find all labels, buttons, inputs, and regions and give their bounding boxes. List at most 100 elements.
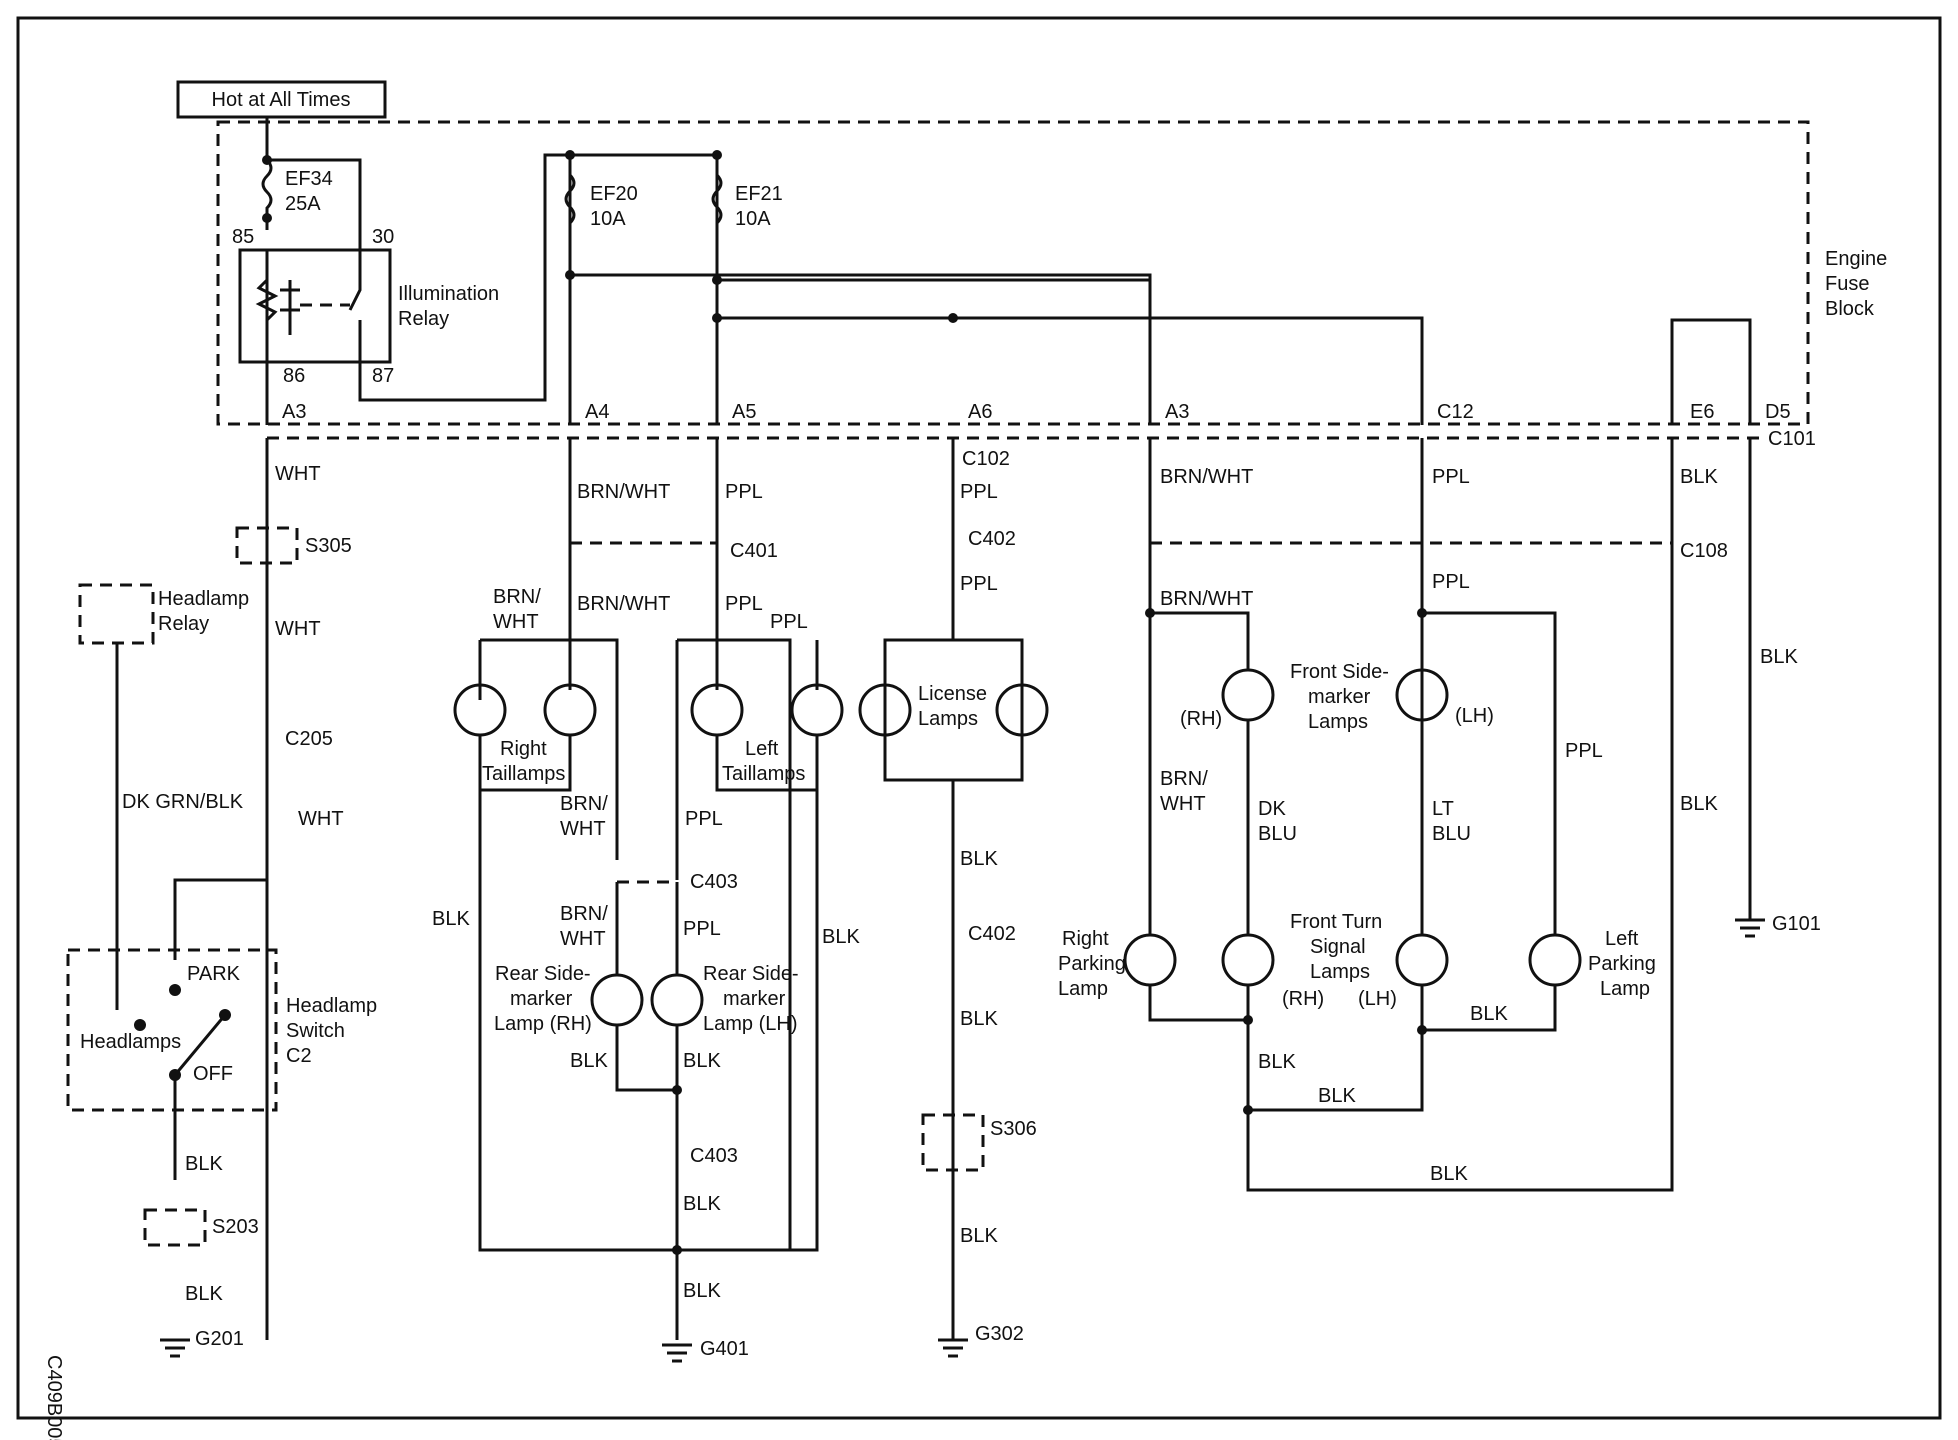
rear-side-rh-2: marker (510, 988, 573, 1010)
ground-g401 (662, 1343, 692, 1363)
wire-blk-1: BLK (185, 1153, 223, 1175)
front-turn-label-1: Front Turn (1290, 911, 1382, 933)
wire-brn-r3: BRN/ (560, 903, 608, 925)
relay-label-1: Illumination (398, 283, 499, 305)
g201-label: G201 (195, 1328, 244, 1350)
splice-s203 (143, 1208, 207, 1247)
wire-wht-2: WHT (275, 618, 321, 640)
license-lamp-2 (995, 683, 1049, 737)
wire-ppl-1: PPL (725, 481, 763, 503)
front-side-label-2: marker (1308, 686, 1371, 708)
rear-side-lh-2: marker (723, 988, 786, 1010)
wire-brn-r: BRN/ (493, 586, 541, 608)
front-side-label-1: Front Side- (1290, 661, 1389, 683)
lh-label-2: (LH) (1358, 988, 1397, 1010)
hl-switch-label-1: Headlamp (286, 995, 377, 1017)
fuse-block-pins: A3 A4 A5 A6 A3 C12 E6 D5 (282, 401, 1791, 423)
front-side-label-3: Lamps (1308, 711, 1368, 733)
front-sidemarker-rh (1221, 668, 1275, 722)
wire-blk-16: BLK (1258, 1051, 1296, 1073)
wire-blk-12: BLK (1680, 466, 1718, 488)
license-label-1: License (918, 683, 987, 705)
left-parking-lamp (1528, 933, 1582, 987)
hot-at-all-times-box (176, 80, 387, 119)
wire-brn-f: BRN/ (1160, 768, 1208, 790)
c402-label-2: C402 (968, 923, 1016, 945)
wire-brn-r2: BRN/ (560, 793, 608, 815)
wire-ppl-9: PPL (1432, 571, 1470, 593)
g302-label: G302 (975, 1323, 1024, 1345)
pin-a3-2: A3 (1165, 401, 1189, 423)
ground-g201 (160, 1338, 190, 1358)
left-park-label-1: Left (1605, 928, 1639, 950)
left-tail-label-2: Taillamps (722, 763, 805, 785)
diagram-code: C409B005 (43, 1355, 65, 1440)
wire-blu-2: BLU (1432, 823, 1471, 845)
wire-brnwht-1: BRN/WHT (577, 481, 670, 503)
wire-blk-15: BLK (1470, 1003, 1508, 1025)
splice-s305 (235, 526, 299, 565)
engine-fuse-block (216, 120, 1810, 426)
pin-a6: A6 (968, 401, 992, 423)
engine-fuse-block-label-3: Block (1825, 298, 1875, 320)
wire-dk: DK (1258, 798, 1286, 820)
wire-blk-7: BLK (683, 1193, 721, 1215)
pin-e6: E6 (1690, 401, 1714, 423)
ef20-rating: 10A (590, 208, 626, 230)
engine-fuse-block-label-1: Engine (1825, 248, 1887, 270)
wire-ppl-6: PPL (960, 481, 998, 503)
right-tail-label-1: Right (500, 738, 547, 760)
wire-blk-8: BLK (683, 1280, 721, 1302)
wire-ppl-5: PPL (683, 918, 721, 940)
lh-label-1: (LH) (1455, 705, 1494, 727)
rear-sidemarker-rh (590, 973, 644, 1027)
wire-wht-f: WHT (1160, 793, 1206, 815)
front-turn-lh (1395, 933, 1449, 987)
rh-label-2: (RH) (1282, 988, 1324, 1010)
rear-side-lh-3: Lamp (LH) (703, 1013, 797, 1035)
front-turn-label-2: Signal (1310, 936, 1366, 958)
ef34-label: EF34 (285, 168, 333, 190)
pin-c12: C12 (1437, 401, 1474, 423)
left-taillamp-1 (690, 683, 744, 737)
g401-label: G401 (700, 1338, 749, 1360)
ef20-label: EF20 (590, 183, 638, 205)
wire-blu-1: BLU (1258, 823, 1297, 845)
right-parking-lamp (1123, 933, 1177, 987)
wire-brnwht-2: BRN/WHT (577, 593, 670, 615)
pin-a5: A5 (732, 401, 756, 423)
wire-dkgrn: DK GRN/BLK (122, 791, 244, 813)
wire-wht-r: WHT (493, 611, 539, 633)
splice-s306 (921, 1113, 985, 1172)
rh-label-1: (RH) (1180, 708, 1222, 730)
wire-blk-18: BLK (1430, 1163, 1468, 1185)
wire-wht-r3: WHT (560, 928, 606, 950)
engine-fuse-block-label-2: Fuse (1825, 273, 1869, 295)
pin-d5: D5 (1765, 401, 1791, 423)
wire-wht-3: WHT (298, 808, 344, 830)
left-park-label-3: Lamp (1600, 978, 1650, 1000)
rear-sidemarker-lh (650, 973, 704, 1027)
diagram-frame (16, 16, 1942, 1420)
c403-label-1: C403 (690, 871, 738, 893)
c401-label: C401 (730, 540, 778, 562)
wire-ppl-2: PPL (725, 593, 763, 615)
illumination-relay (238, 248, 392, 364)
wire-blk-5: BLK (570, 1050, 608, 1072)
hl-switch-label-2: Switch (286, 1020, 345, 1042)
wire-blk-10: BLK (960, 1008, 998, 1030)
ground-g302 (938, 1338, 968, 1358)
license-lamp-1 (858, 683, 912, 737)
rear-side-rh-3: Lamp (RH) (494, 1013, 592, 1035)
right-tail-label-2: Taillamps (482, 763, 565, 785)
left-taillamp-2 (790, 683, 844, 737)
headlamp-switch (66, 948, 278, 1112)
c108-label: C108 (1680, 540, 1728, 562)
headlamp-relay-box (78, 583, 155, 645)
hot-at-all-times-label: Hot at All Times (212, 89, 351, 111)
c101-label: C101 (1768, 428, 1816, 450)
right-park-label-2: Parking (1058, 953, 1126, 975)
ground-g101 (1735, 918, 1765, 938)
front-turn-rh (1221, 933, 1275, 987)
